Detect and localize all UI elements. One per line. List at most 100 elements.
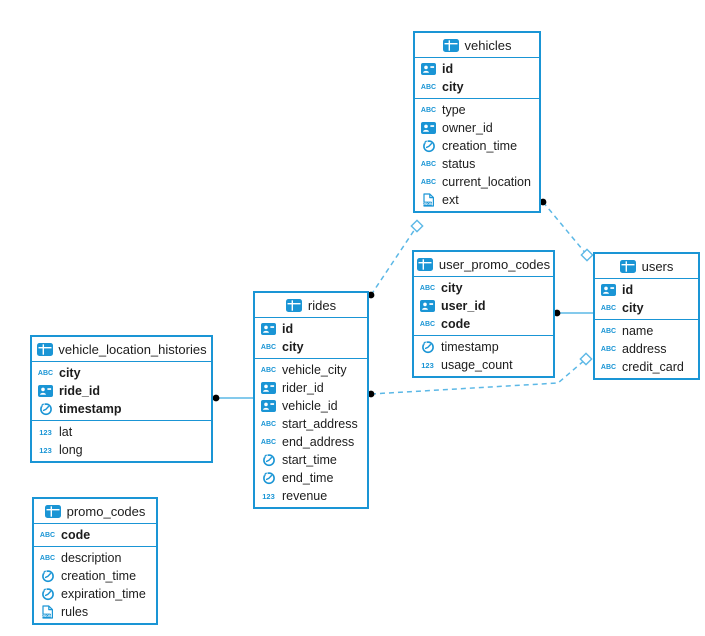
table-header[interactable]: rides (255, 293, 367, 318)
relationship-vehicles-to-users[interactable] (539, 198, 594, 262)
relationship-endpoint-dot (553, 309, 561, 317)
uuid-type-icon (420, 122, 437, 134)
string-type-icon: ABC (37, 369, 54, 377)
column-name: id (442, 61, 454, 76)
table-header[interactable]: user_promo_codes (414, 252, 553, 277)
uuid-type-icon (600, 284, 617, 296)
column-name: timestamp (59, 401, 122, 416)
column-row-user_id[interactable]: user_id (414, 297, 553, 315)
column-row-creation_time[interactable]: creation_time (415, 137, 539, 155)
column-row-creation_time[interactable]: creation_time (34, 567, 156, 585)
column-row-ext[interactable]: JSON ext (415, 191, 539, 209)
column-row-rider_id[interactable]: rider_id (255, 379, 367, 397)
string-type-icon: ABC (260, 343, 277, 351)
column-row-owner_id[interactable]: owner_id (415, 119, 539, 137)
timestamp-type-icon (37, 402, 54, 416)
table-header[interactable]: vehicles (415, 33, 539, 58)
column-name: creation_time (442, 138, 518, 153)
column-row-ride_id[interactable]: ride_id (32, 382, 211, 400)
column-row-vehicle_id[interactable]: vehicle_id (255, 397, 367, 415)
column-name: usage_count (441, 357, 513, 372)
column-name: id (282, 321, 294, 336)
string-type-icon: ABC (39, 554, 56, 562)
timestamp-type-icon (260, 453, 277, 467)
number-type-icon: 123 (39, 445, 52, 455)
column-row-end_time[interactable]: end_time (255, 469, 367, 487)
timestamp-type-icon (419, 340, 436, 354)
table-header[interactable]: users (595, 254, 698, 279)
column-name: city (442, 79, 464, 94)
table-title: vehicles (464, 37, 512, 53)
relationship-line[interactable] (542, 201, 588, 256)
relationship-rides-to-users[interactable] (367, 352, 593, 398)
columns-section: timestamp 123 usage_count (414, 336, 553, 376)
column-name: end_address (282, 434, 355, 449)
column-name: city (622, 300, 644, 315)
table-icon (417, 257, 434, 271)
column-row-id[interactable]: id (595, 281, 698, 299)
column-name: status (442, 156, 476, 171)
number-type-icon: 123 (421, 360, 434, 370)
column-name: city (441, 280, 463, 295)
column-row-city[interactable]: ABC city (414, 279, 553, 297)
uuid-type-icon (260, 323, 277, 335)
relationship-user_promo_codes-to-users[interactable] (553, 309, 593, 317)
column-row-id[interactable]: id (255, 320, 367, 338)
string-type-icon: ABC (420, 178, 437, 186)
uuid-type-icon (37, 385, 54, 397)
column-row-usage_count[interactable]: 123 usage_count (414, 356, 553, 374)
relationship-endpoint-diamond (579, 352, 593, 366)
string-type-icon: ABC (419, 284, 436, 292)
uuid-type-icon (260, 400, 277, 412)
string-type-icon: ABC (419, 320, 436, 328)
column-row-rules[interactable]: JSON rules (34, 603, 156, 621)
relationship-rides-to-vehicles[interactable] (367, 219, 424, 299)
relationship-line[interactable] (370, 225, 418, 296)
table-header[interactable]: vehicle_location_histories (32, 337, 211, 362)
column-row-city[interactable]: ABC city (32, 364, 211, 382)
column-name: vehicle_city (282, 362, 347, 377)
column-row-current_location[interactable]: ABC current_location (415, 173, 539, 191)
relationship-line[interactable] (370, 358, 587, 395)
column-name: current_location (442, 174, 531, 189)
relationship-vehicle_location_histories-to-rides[interactable] (212, 394, 253, 402)
column-row-id[interactable]: id (415, 60, 539, 78)
string-type-icon: ABC (420, 106, 437, 114)
column-row-start_time[interactable]: start_time (255, 451, 367, 469)
column-row-expiration_time[interactable]: expiration_time (34, 585, 156, 603)
column-name: owner_id (442, 120, 493, 135)
column-row-timestamp[interactable]: timestamp (32, 400, 211, 418)
column-name: city (59, 365, 81, 380)
table-header[interactable]: promo_codes (34, 499, 156, 524)
column-row-timestamp[interactable]: timestamp (414, 338, 553, 356)
string-type-icon: ABC (260, 420, 277, 428)
column-name: revenue (282, 488, 328, 503)
table-icon (45, 504, 62, 518)
